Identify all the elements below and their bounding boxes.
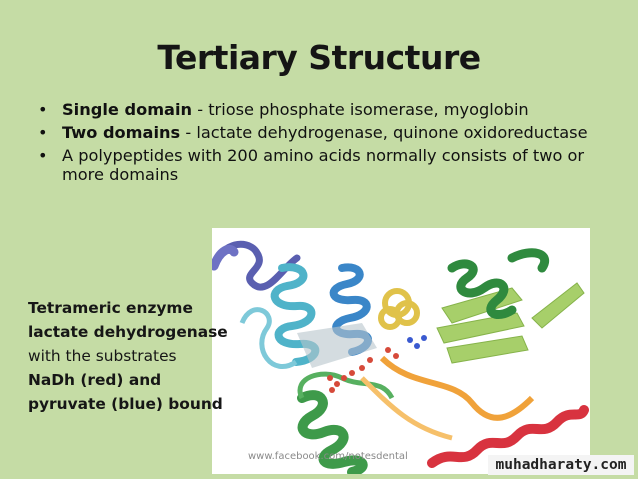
bullet-bold-text: Two domains [62, 123, 181, 142]
coil-purple [213, 240, 301, 291]
caption-line: NaDh (red) and [28, 371, 162, 389]
watermark-text: www.facebook.com/notesdental [248, 451, 408, 462]
bullet-dot: • [38, 100, 48, 119]
caption-line: pyruvate (blue) bound [28, 395, 223, 413]
loop-cyan [239, 307, 298, 369]
sheet-lightgreen [436, 282, 585, 364]
figure-caption: Tetrameric enzyme lactate dehydrogenase … [28, 296, 238, 416]
bullet-dot: • [38, 146, 48, 165]
caption-line: Tetrameric enzyme [28, 299, 193, 317]
brand-label: muhadharaty.com [488, 455, 634, 475]
bullet-list: • Single domain - triose phosphate isome… [38, 100, 613, 188]
bullet-item: • A polypeptides with 200 amino acids no… [38, 146, 613, 184]
bullet-text: - lactate dehydrogenase, quinone oxidore… [180, 123, 588, 142]
bullet-text: - triose phosphate isomerase, myoglobin [192, 100, 529, 119]
coil-purple-end [212, 244, 239, 271]
bullet-dot: • [38, 123, 48, 142]
helix-yellow [378, 288, 420, 330]
substrate-pyruvate-blue [407, 335, 427, 349]
helix-red [427, 405, 589, 468]
slide-title: Tertiary Structure [157, 38, 481, 77]
bullet-bold-text: Single domain [62, 100, 193, 119]
bullet-text: A polypeptides with 200 amino acids norm… [62, 146, 585, 184]
bullet-item: • Single domain - triose phosphate isome… [38, 100, 613, 119]
strand-orange-2 [360, 376, 453, 441]
ribbon-diagram [212, 240, 589, 474]
protein-structure-image [212, 228, 590, 474]
sheet-grey [297, 323, 377, 368]
caption-line: with the substrates [28, 347, 177, 365]
helix-green-bottom [297, 390, 368, 474]
caption-line: lactate dehydrogenase [28, 323, 228, 341]
bullet-item: • Two domains - lactate dehydrogenase, q… [38, 123, 613, 142]
helix-green-top [447, 248, 549, 319]
strand-orange [379, 355, 535, 421]
substrate-nadh-red [327, 347, 399, 393]
